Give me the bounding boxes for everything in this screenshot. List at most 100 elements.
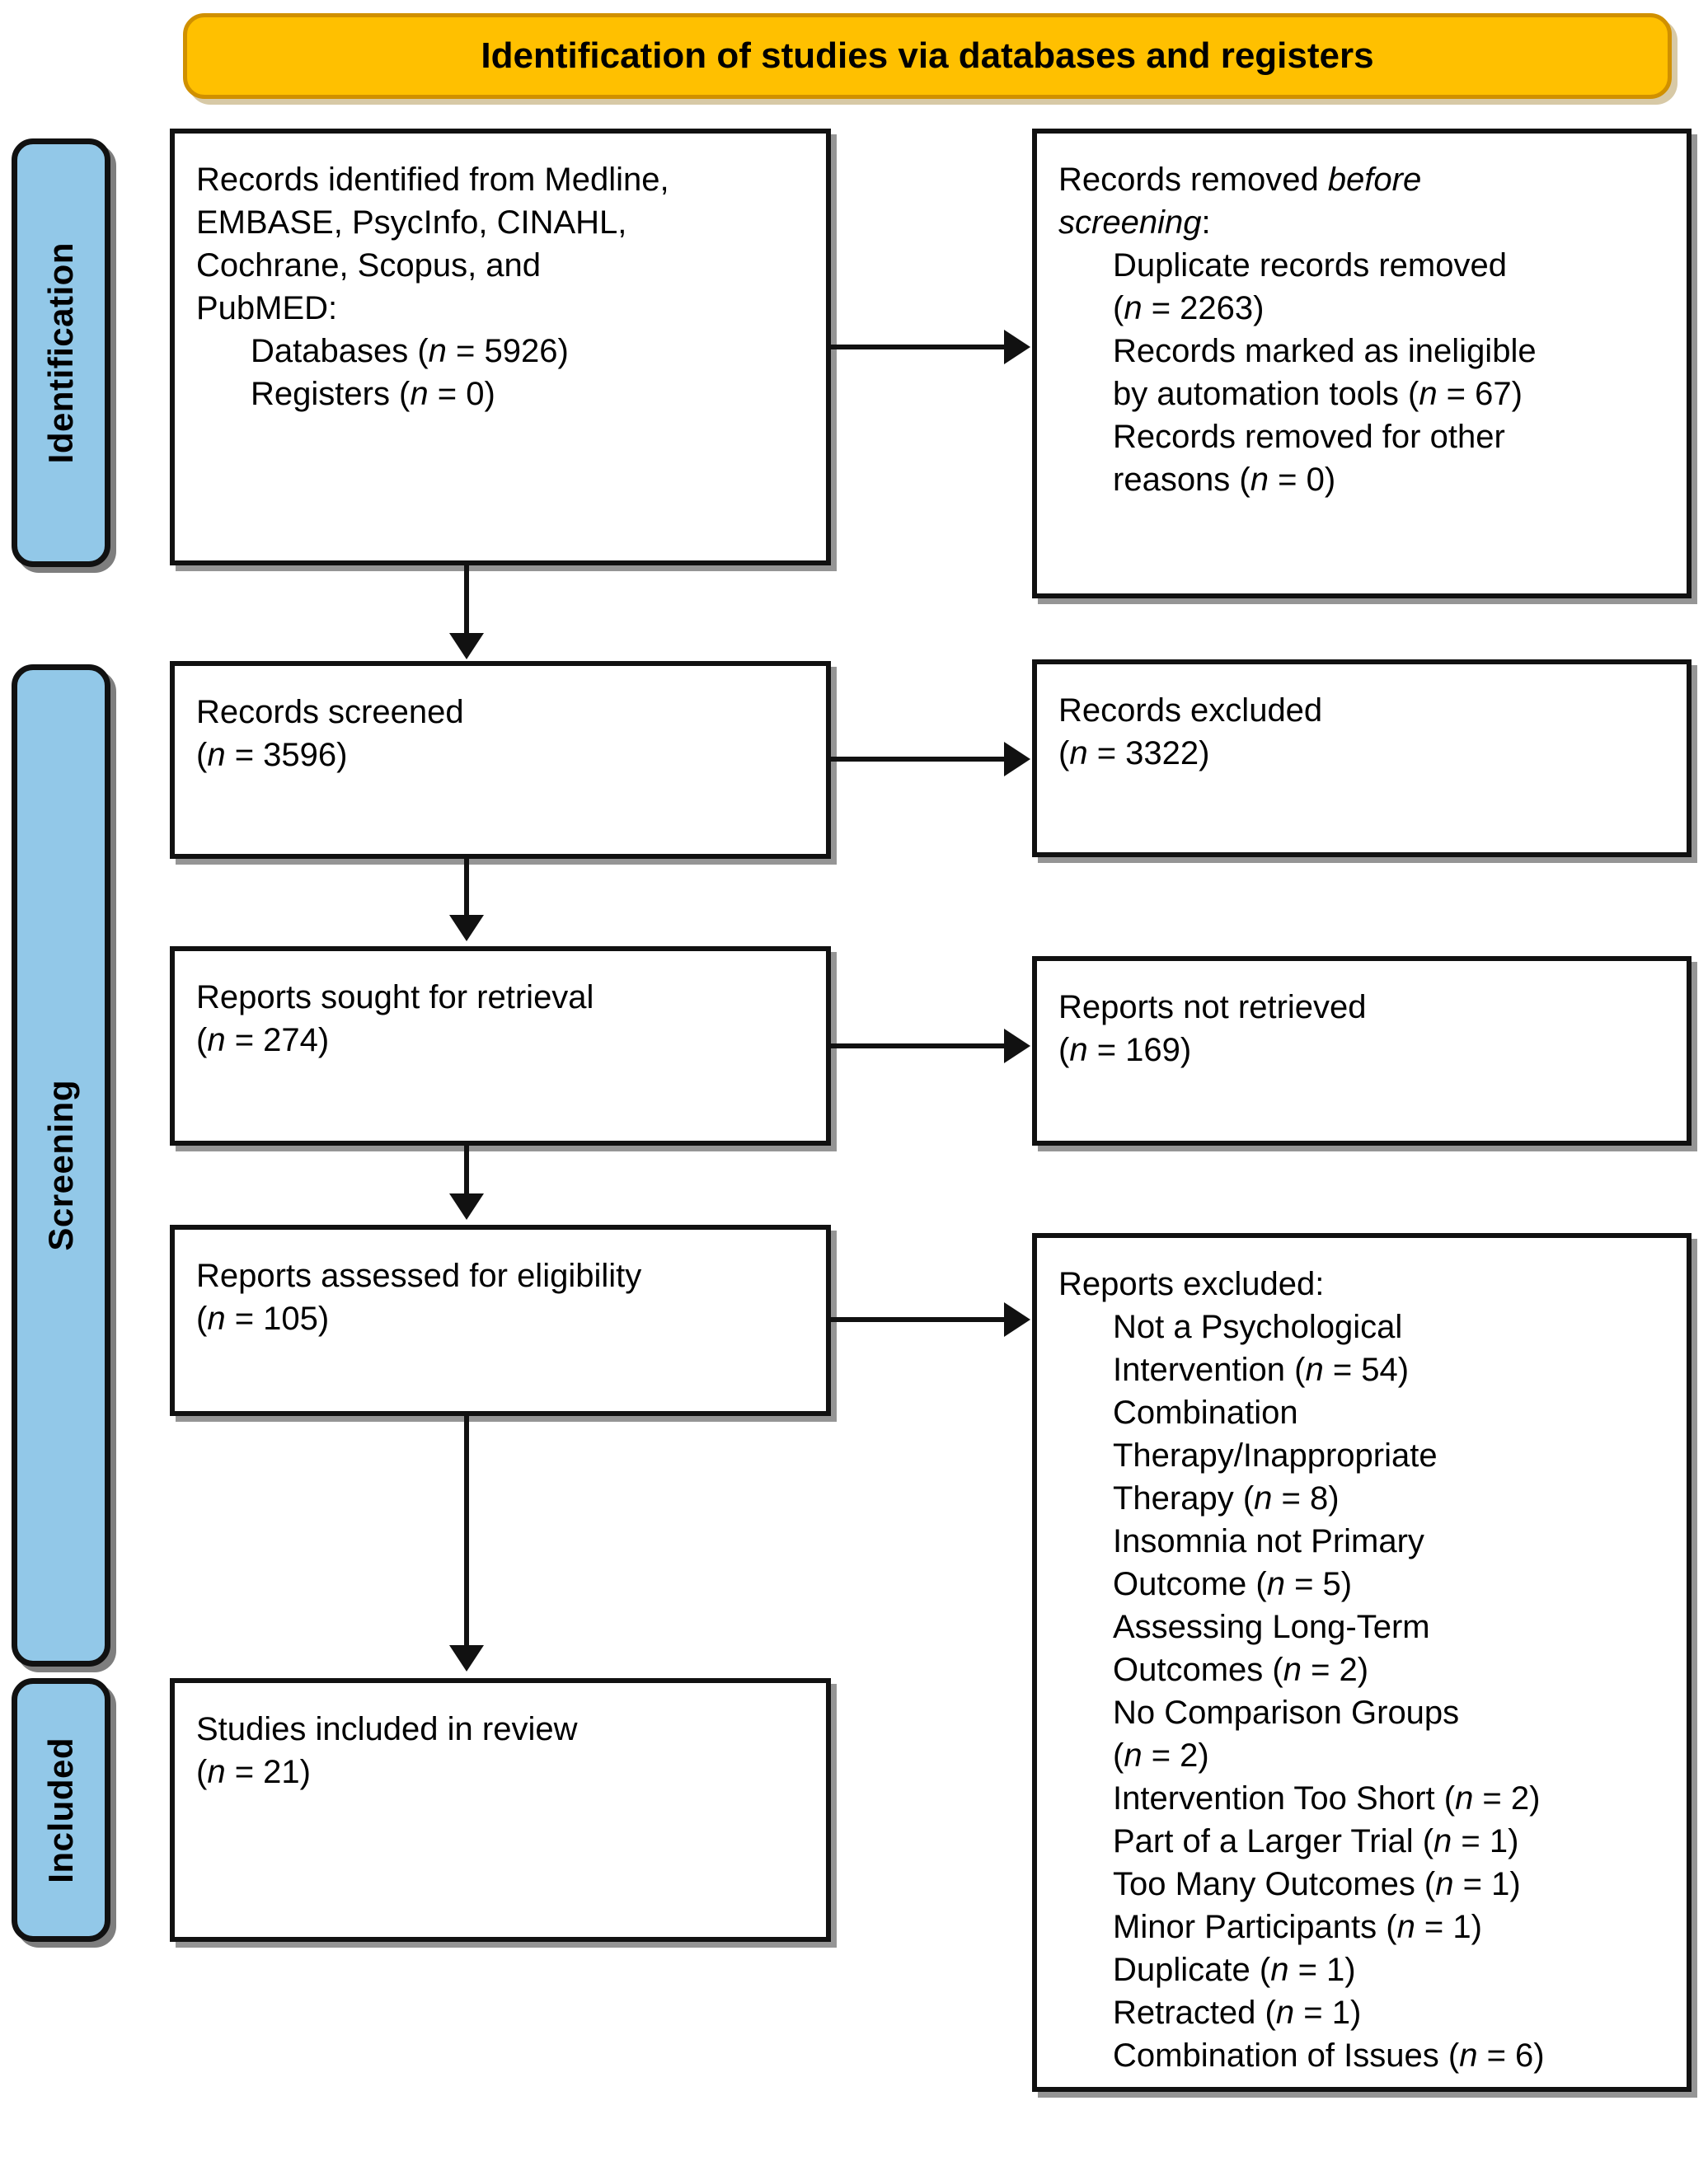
box-records-screened: Records screened (n = 3596) (170, 661, 831, 859)
records-identified-line2: EMBASE, PsycInfo, CINAHL, (196, 204, 627, 241)
connector-sought-to-assessed (464, 1146, 469, 1197)
stage-bar-screening: Screening (12, 664, 110, 1667)
reason-6-line-0: Part of a Larger Trial (n = 1) (1058, 1820, 1665, 1863)
records-removed-heading-line1: Records removed before (1058, 158, 1665, 201)
reason-11-n-symbol: n (1459, 2037, 1478, 2074)
reason-4-line-1: (n = 2) (1058, 1734, 1665, 1777)
arrowhead-assessed-to-included (449, 1645, 484, 1672)
screened-value: = 3596) (225, 737, 348, 773)
duplicate-records-removed-line1: Duplicate records removed (1113, 247, 1507, 284)
reason-9-n-symbol: n (1270, 1952, 1289, 1988)
databases-n-symbol: n (428, 333, 447, 369)
box-reports-not-retrieved: Reports not retrieved (n = 169) (1032, 956, 1692, 1146)
records-identified-databases: Databases (n = 5926) (196, 330, 805, 373)
reason-3-line-0: Assessing Long-Term (1113, 1609, 1430, 1645)
registers-n-symbol: n (410, 376, 429, 412)
stage-label-identification: Identification (41, 241, 80, 464)
box-records-excluded: Records excluded (n = 3322) (1032, 659, 1692, 857)
connector-identified-to-screened (464, 565, 469, 636)
automation-n-symbol: n (1419, 376, 1438, 412)
records-identified-line1: Records identified from Medline, (196, 162, 669, 198)
reason-1-text: Therapy ( (1113, 1480, 1255, 1517)
records-screened-count: (n = 3596) (196, 737, 348, 773)
reason-1-line-0: Combination (1113, 1395, 1298, 1431)
connector-assessed-to-included (464, 1416, 469, 1648)
reason-9-count: = 1) (1288, 1952, 1356, 1988)
reason-0-count: = 54) (1323, 1352, 1410, 1388)
reason-6-n-symbol: n (1434, 1823, 1452, 1859)
arrowhead-identified-to-removed (1004, 330, 1030, 364)
included-n-symbol: n (207, 1754, 226, 1790)
box-studies-included-in-review: Studies included in review (n = 21) (170, 1678, 831, 1942)
studies-included-count: (n = 21) (196, 1754, 311, 1790)
records-removed-text: Records removed (1058, 162, 1328, 198)
stage-label-included: Included (41, 1737, 80, 1883)
connector-screened-to-sought (464, 859, 469, 918)
reason-2-text: Outcome ( (1113, 1566, 1267, 1602)
reports-not-retrieved-count: (n = 169) (1058, 1032, 1192, 1068)
reason-4-line-0: No Comparison Groups (1113, 1695, 1460, 1731)
databases-label: Databases ( (251, 333, 429, 369)
arrowhead-identified-to-screened (449, 633, 484, 659)
arrowhead-sought-to-assessed (449, 1193, 484, 1220)
automation-count: = 67) (1437, 376, 1523, 412)
box-reports-sought-for-retrieval: Reports sought for retrieval (n = 274) (170, 946, 831, 1146)
reason-8-n-symbol: n (1396, 1909, 1415, 1945)
assessed-n-symbol: n (207, 1301, 226, 1337)
reason-1-count: = 8) (1272, 1480, 1340, 1517)
sought-n-symbol: n (207, 1022, 226, 1058)
reason-8-line-0: Minor Participants (n = 1) (1058, 1906, 1665, 1948)
reason-3-text: Outcomes ( (1113, 1652, 1283, 1688)
reports-excluded-heading: Reports excluded: (1058, 1266, 1325, 1302)
reason-0-text: Intervention ( (1113, 1352, 1306, 1388)
notretrieved-value: = 169) (1087, 1032, 1192, 1068)
reason-8-count: = 1) (1415, 1909, 1482, 1945)
reason-0-line-1: Intervention (n = 54) (1058, 1348, 1665, 1391)
duplicate-n-symbol: n (1124, 290, 1143, 326)
reason-2-count: = 5) (1284, 1566, 1353, 1602)
stage-label-screening: Screening (41, 1080, 80, 1251)
reason-3-n-symbol: n (1283, 1652, 1302, 1688)
reason-7-text: Too Many Outcomes ( (1113, 1866, 1436, 1902)
ineligible-automation-line1: Records marked as ineligible (1113, 333, 1537, 369)
reason-11-text: Combination of Issues ( (1113, 2037, 1460, 2074)
records-identified-registers: Registers (n = 0) (196, 373, 805, 415)
reason-0-n-symbol: n (1305, 1352, 1324, 1388)
other-n-symbol: n (1250, 462, 1269, 498)
reason-2-line-1: Outcome (n = 5) (1058, 1563, 1665, 1606)
registers-count: = 0) (428, 376, 495, 412)
records-identified-line4: PubMED: (196, 290, 338, 326)
assessed-value: = 105) (225, 1301, 330, 1337)
reason-5-count: = 2) (1473, 1780, 1541, 1817)
arrowhead-screened-to-excluded (1004, 742, 1030, 776)
reason-1-line-1: Therapy/Inappropriate (1113, 1437, 1438, 1474)
before-italic: before (1327, 162, 1422, 198)
reports-assessed-count: (n = 105) (196, 1301, 330, 1337)
excluded-n-symbol: n (1069, 735, 1088, 771)
databases-count: = 5926) (446, 333, 569, 369)
reports-sought-label: Reports sought for retrieval (196, 979, 594, 1015)
reason-3-line-1: Outcomes (n = 2) (1058, 1648, 1665, 1691)
reason-11-count: = 6) (1477, 2037, 1545, 2074)
reason-6-text: Part of a Larger Trial ( (1113, 1823, 1434, 1859)
stage-bar-identification: Identification (12, 138, 110, 567)
arrowhead-assessed-to-reportsexcluded (1004, 1302, 1030, 1337)
reports-not-retrieved-label: Reports not retrieved (1058, 989, 1367, 1025)
other-reasons-line2: reasons (n = 0) (1058, 458, 1665, 501)
registers-label: Registers ( (251, 376, 411, 412)
connector-sought-to-notretrieved (831, 1043, 1006, 1048)
connector-identified-to-removed (831, 345, 1006, 349)
connector-screened-to-excluded (831, 757, 1006, 762)
reason-1-n-symbol: n (1254, 1480, 1273, 1517)
included-value: = 21) (225, 1754, 311, 1790)
records-identified-line3: Cochrane, Scopus, and (196, 247, 542, 284)
records-excluded-label: Records excluded (1058, 692, 1323, 729)
reason-3-count: = 2) (1301, 1652, 1369, 1688)
reason-2-line-0: Insomnia not Primary (1113, 1523, 1424, 1559)
reason-6-count: = 1) (1452, 1823, 1519, 1859)
records-screened-label: Records screened (196, 694, 464, 730)
studies-included-label: Studies included in review (196, 1711, 578, 1747)
screened-n-symbol: n (207, 737, 226, 773)
other-reasons-line1: Records removed for other (1113, 419, 1505, 455)
